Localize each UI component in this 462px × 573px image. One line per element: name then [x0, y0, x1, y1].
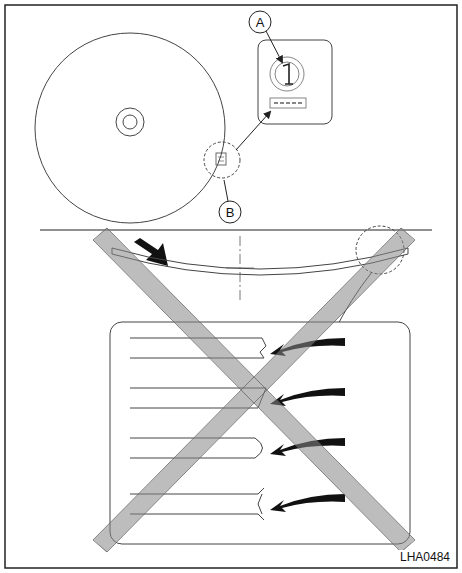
callout-letter: B — [220, 206, 240, 219]
figure-code: LHA0484 — [398, 550, 452, 564]
callout-letter: A — [250, 16, 270, 29]
